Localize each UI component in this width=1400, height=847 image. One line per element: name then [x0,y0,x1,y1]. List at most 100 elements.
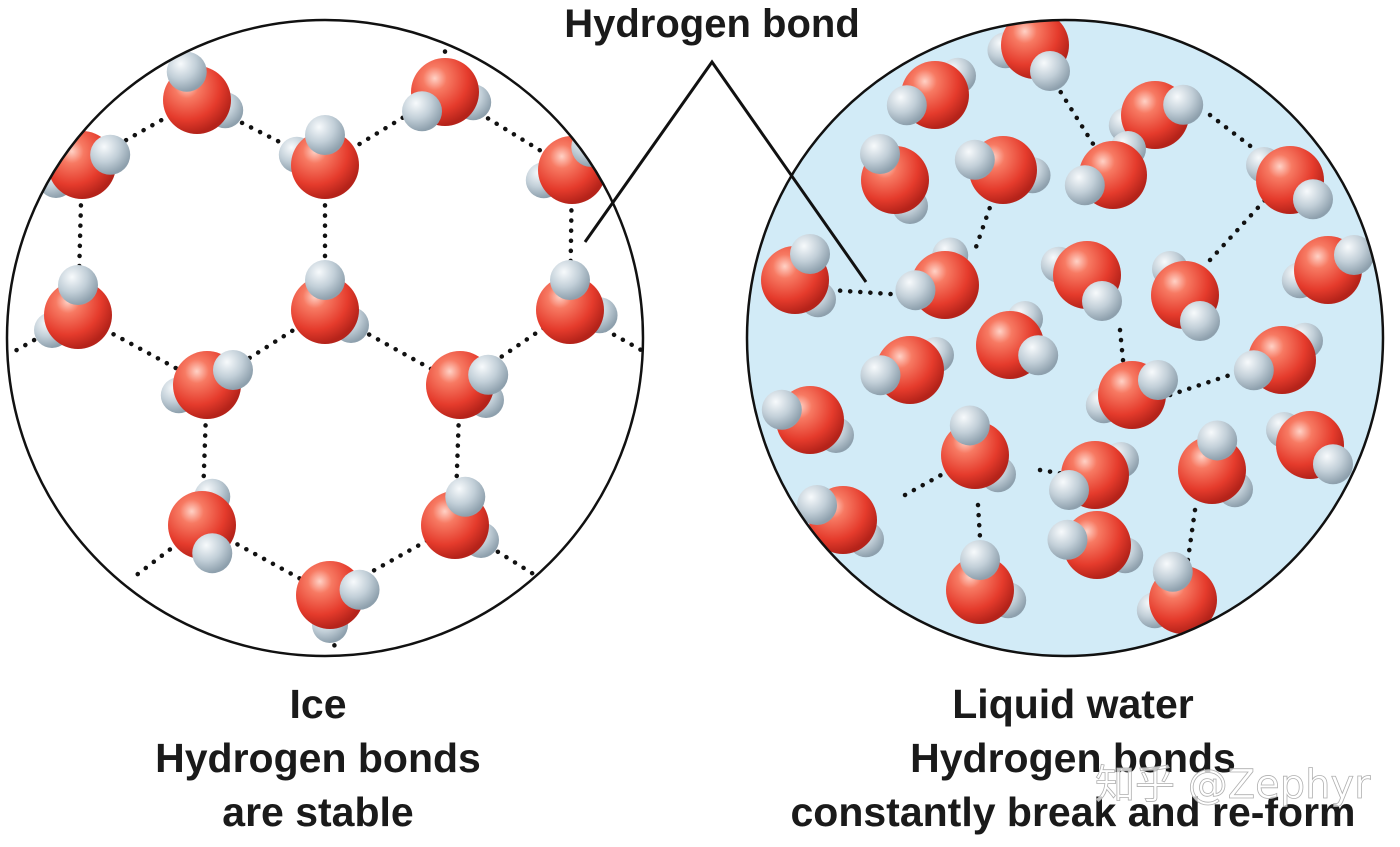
hydrogen-atom-front [949,405,990,446]
hydrogen-atom-front [402,91,443,132]
hydrogen-atom-front [886,85,927,126]
hydrogen-atom-front [1333,235,1374,275]
water-molecule [987,20,1070,91]
hydrogen-bond [1047,72,1103,158]
hydrogen-bond [972,167,1006,253]
hydrogen-atom-front [58,265,98,305]
watermark: 知乎 @Zephyr [1095,762,1371,808]
hydrogen-atom-front [90,134,131,175]
ice-caption-line1: Hydrogen bonds [155,735,481,781]
water-molecule [761,386,854,454]
hydrogen-atom-front [1047,519,1088,560]
hydrogen-atom-front [571,127,612,168]
liquid-molecules [761,20,1374,634]
water-molecule [1233,322,1323,394]
hydrogen-atom-front [1197,420,1238,461]
ice-title: Ice [290,681,347,727]
callout-label: Hydrogen bond [564,2,860,46]
oxygen-atom [291,131,359,199]
water-molecule [860,134,929,224]
water-molecule [160,350,253,419]
hydrogen-bond [1207,112,1265,158]
hydrogen-atom-front [339,569,380,610]
ice-caption: Ice Hydrogen bonds are stable [155,681,481,835]
hydrogen-bond [902,467,953,498]
hydrogen-atom-front [305,260,345,300]
hydrogen-atom-front [1018,335,1059,376]
callout-leader-lines [583,59,868,283]
hydrogen-bond [452,522,538,578]
liquid-circle-outline [745,18,1385,658]
water-molecule [1266,411,1353,485]
water-molecule [426,351,509,419]
hydrogen-atom-front [1030,50,1070,91]
water-molecule [946,540,1027,624]
hydrogen-atom-front [468,354,509,395]
water-molecule [421,476,499,559]
hydrogen-atom-front [1233,350,1274,391]
water-molecule [1151,251,1220,341]
hydrogen-bond-callout: Hydrogen bond [564,2,868,283]
hydrogen-bond [1207,197,1268,263]
hydrogen-atom-front [860,355,901,396]
water-molecule [1085,360,1178,429]
water-molecule [536,260,618,344]
ice-caption-line2: are stable [222,789,413,835]
liquid-caption-line2: constantly break and re-form [790,789,1355,835]
water-molecule [1049,441,1139,510]
hydrogen-bond [322,89,448,168]
water-molecule [895,237,979,319]
hydrogen-atom-front [790,234,830,275]
hydrogen-atom-front [550,260,590,300]
oxygen-atom [946,556,1014,624]
water-molecule [1040,241,1122,321]
water-molecule [1178,420,1253,508]
hydrogen-atom-front [1064,165,1105,206]
hydrogen-atom-front [895,270,936,311]
water-molecule [941,405,1016,493]
water-molecule [291,260,369,344]
water-molecule [1136,551,1217,634]
water-molecule [1047,511,1144,579]
water-molecule [402,58,492,132]
water-molecule [860,336,954,404]
hydrogen-atom-front [761,389,802,430]
hydrogen-atom-front [445,476,486,517]
water-molecule [797,485,884,558]
water-molecule [163,51,244,134]
hydrogen-bond [567,167,575,313]
ice-panel [5,18,645,658]
water-molecule [1064,131,1147,209]
hydrogen-atom-front [1137,360,1178,400]
water-molecule [886,57,976,129]
hydrogen-atom-front [1152,551,1193,592]
water-molecule [168,478,236,574]
liquid-caption-line1: Hydrogen bonds [910,735,1236,781]
ice-circle-outline [5,18,645,658]
oxygen-atom [291,276,359,344]
oxygen-atom [536,276,604,344]
hydrogen-atom-front [1180,300,1220,341]
hydrogen-atom-front [960,540,1000,580]
oxygen-atom [44,281,112,349]
hydrogen-atom-front [860,134,900,175]
water-molecule [296,561,380,643]
water-molecule [976,301,1059,379]
water-molecule [278,115,359,199]
hydrogen-atom-front [1163,84,1204,125]
hydrogen-bond [204,307,328,388]
hydrogen-bond [975,502,985,573]
hydrogen-atom-front [212,350,253,390]
hydrogen-bond [1167,367,1248,398]
hydrogen-atom-front [305,115,345,155]
water-molecule [34,265,112,349]
hydrogen-atom-front [1082,280,1122,321]
liquid-panel [745,18,1385,658]
hydrogen-atom-front [797,485,838,525]
water-molecule [954,136,1051,204]
liquid-caption: Liquid water Hydrogen bonds constantly b… [790,681,1355,835]
hydrogen-atom-front [1312,444,1353,485]
water-molecule [761,234,836,318]
water-molecule [1246,146,1333,220]
